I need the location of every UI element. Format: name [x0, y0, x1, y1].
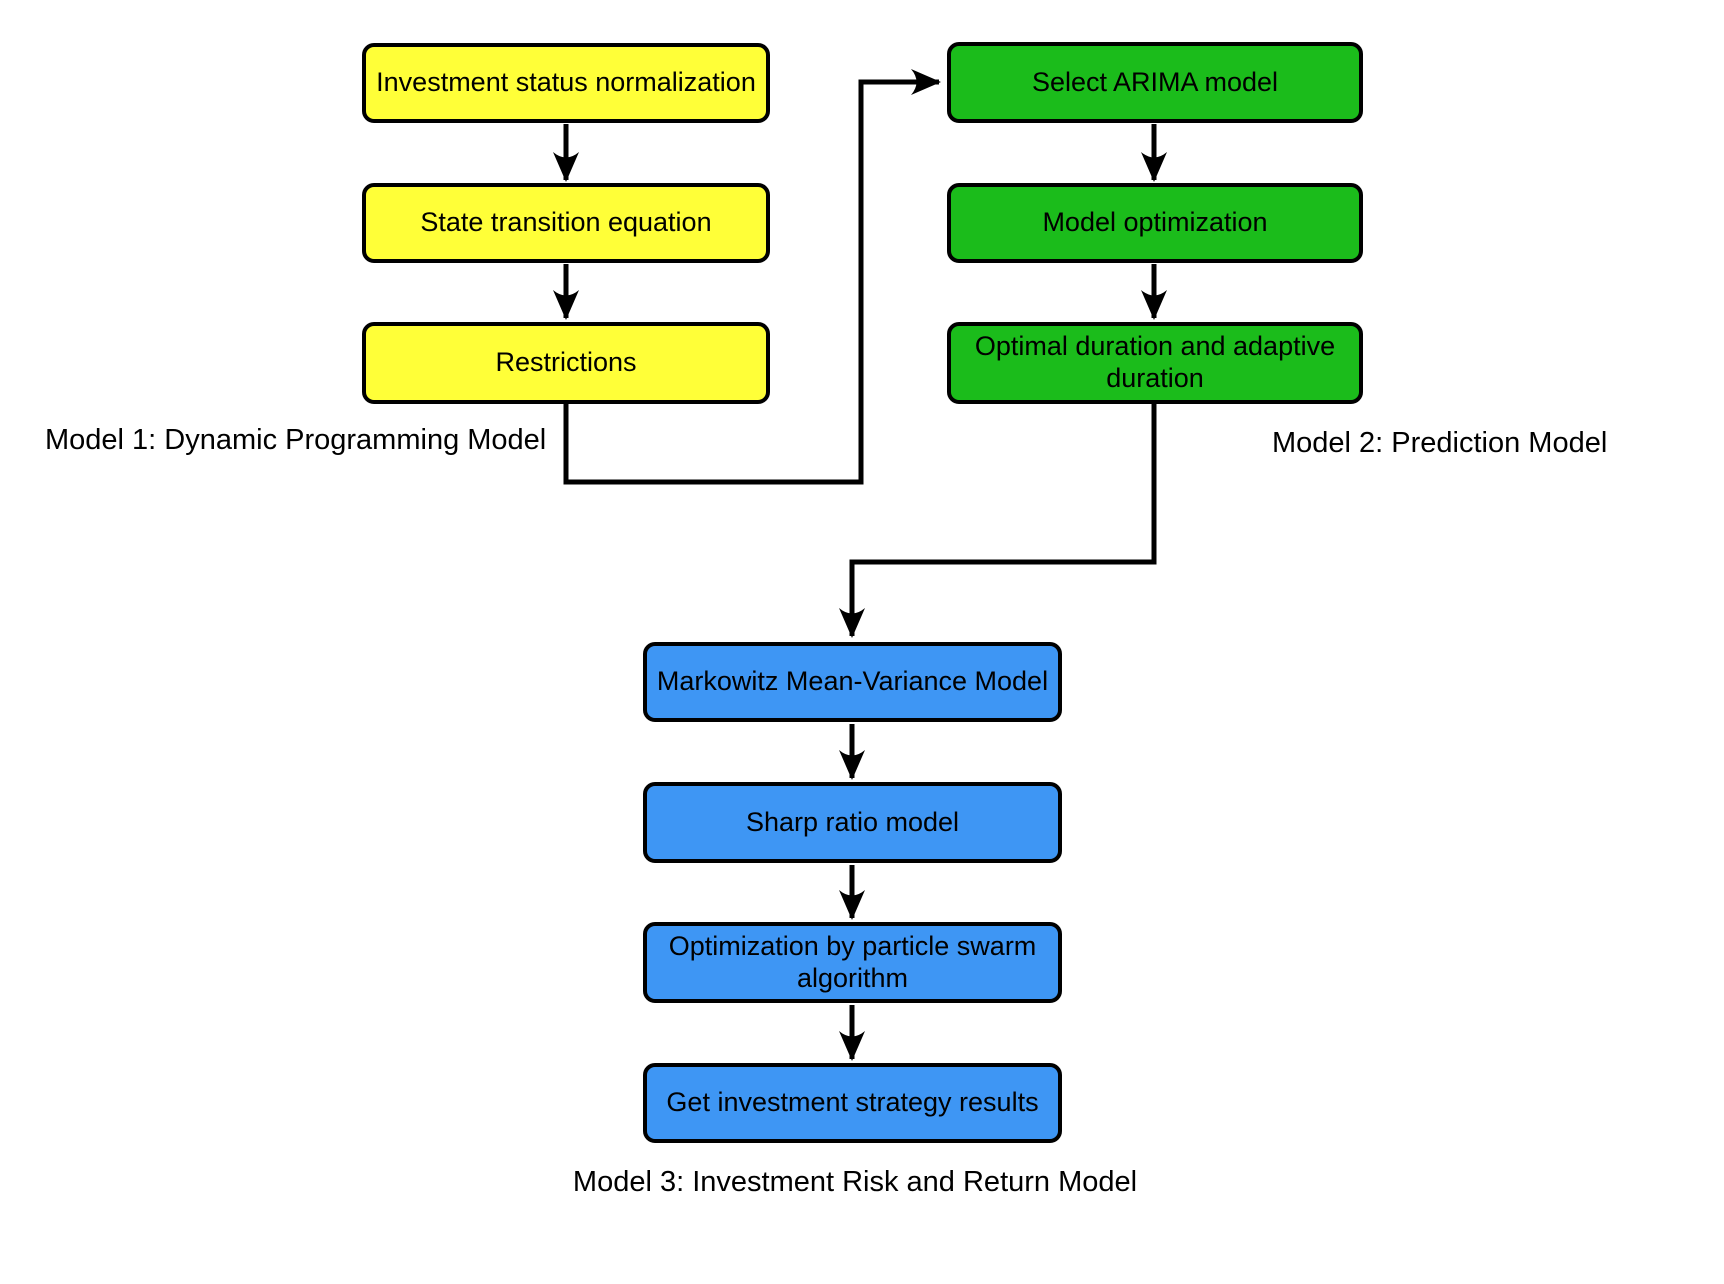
node-label: Markowitz Mean-Variance Model: [656, 666, 1049, 697]
node-select-arima-model: Select ARIMA model: [947, 42, 1363, 123]
node-markowitz-mean-variance: Markowitz Mean-Variance Model: [643, 642, 1062, 722]
label-model-1: Model 1: Dynamic Programming Model: [45, 424, 547, 456]
node-label: Sharp ratio model: [745, 806, 960, 837]
node-optimal-duration: Optimal duration and adaptive duration: [947, 322, 1363, 404]
node-investment-status-normalization: Investment status normalization: [362, 43, 770, 123]
label-model-2: Model 2: Prediction Model: [1272, 427, 1608, 459]
node-state-transition-equation: State transition equation: [362, 183, 770, 263]
node-sharp-ratio-model: Sharp ratio model: [643, 782, 1062, 863]
node-model-optimization: Model optimization: [947, 183, 1363, 263]
node-label: Get investment strategy results: [666, 1087, 1039, 1118]
node-label: Select ARIMA model: [1031, 66, 1279, 97]
node-label: Optimal duration and adaptive duration: [974, 331, 1336, 393]
node-label: Investment status normalization: [376, 67, 756, 98]
node-label: Optimization by particle swarm algorithm: [668, 930, 1037, 993]
node-label: Restrictions: [495, 347, 637, 378]
node-label: State transition equation: [420, 207, 712, 238]
arrow-duration-to-markowitz: [839, 404, 1157, 638]
node-particle-swarm-optimization: Optimization by particle swarm algorithm: [643, 922, 1062, 1003]
arrow-restrictions-to-arima: [563, 69, 941, 485]
node-restrictions: Restrictions: [362, 322, 770, 404]
label-model-3: Model 3: Investment Risk and Return Mode…: [572, 1166, 1138, 1198]
node-investment-strategy-results: Get investment strategy results: [643, 1063, 1062, 1143]
node-label: Model optimization: [1042, 207, 1268, 238]
